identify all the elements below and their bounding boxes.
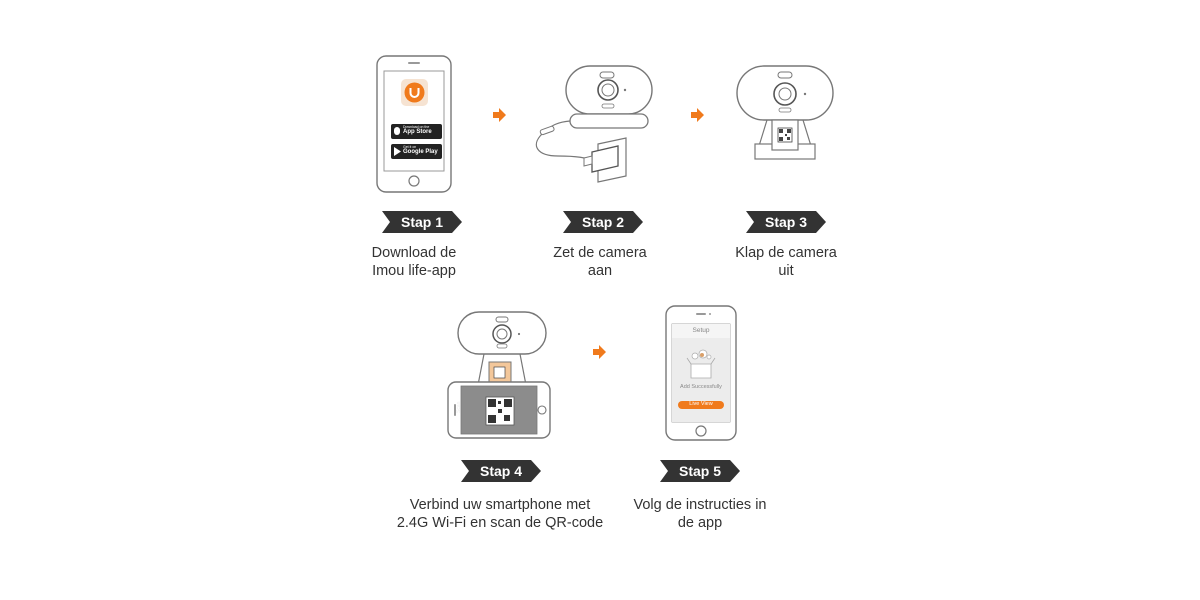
apple-icon (394, 127, 400, 135)
app-store-small-text: Download on the (403, 125, 430, 129)
step1-caption: Download de Imou life-app (344, 244, 484, 280)
setup-title: Setup (692, 327, 710, 334)
google-play-small-text: Get it on (403, 145, 417, 149)
step5-badge-shape (660, 460, 740, 482)
step5-caption-line2: de app (677, 515, 723, 531)
step2-caption-line2: aan (587, 263, 613, 279)
step4-label: Stap 4 (479, 463, 522, 479)
step5-caption: Volg de instructies in de app (615, 496, 785, 532)
app-store-name: App Store (403, 129, 432, 135)
step3-badge: Stap 3 (746, 211, 826, 233)
live-view-button[interactable]: Live View (689, 401, 713, 407)
step5-phone-illustration (665, 305, 737, 441)
step2-camera-power-illustration (535, 65, 653, 183)
arrow-right-icon-1 (493, 108, 506, 122)
step4-badge: Stap 4 (461, 460, 541, 482)
step1-caption-line2: Imou life-app (372, 263, 456, 279)
step2-caption-line1: Zet de camera (553, 245, 647, 261)
step4-scan-illustration (447, 311, 551, 439)
step2-label: Stap 2 (581, 214, 624, 230)
step3-caption-line2: uit (778, 263, 794, 279)
step4-badge-shape (461, 460, 541, 482)
step2-badge: Stap 2 (563, 211, 643, 233)
step3-label: Stap 3 (764, 214, 807, 230)
google-play-name: Google Play (403, 149, 438, 155)
step1-caption-line1: Download de (371, 245, 457, 261)
step3-caption: Klap de camera uit (716, 244, 856, 280)
step4-caption-line2: 2.4G Wi-Fi en scan de QR-code (396, 515, 604, 531)
step2-caption: Zet de camera aan (530, 244, 670, 280)
google-play-badge[interactable]: Get it on Google Play (391, 144, 442, 159)
add-successfully-text: Add Successfully (680, 384, 722, 390)
step3-camera-unfolded-illustration (736, 65, 834, 160)
step5-label: Stap 5 (678, 463, 721, 479)
step1-badge-shape (382, 211, 462, 233)
arrow-right-icon-3 (593, 345, 606, 359)
step2-badge-shape (563, 211, 643, 233)
step3-badge-shape (746, 211, 826, 233)
app-store-badge[interactable]: Download on the App Store (391, 124, 442, 139)
step5-caption-line1: Volg de instructies in (633, 497, 767, 513)
step5-badge: Stap 5 (660, 460, 740, 482)
step4-caption-line1: Verbind uw smartphone met (409, 497, 591, 513)
arrow-right-icon-2 (691, 108, 704, 122)
step1-badge: Stap 1 (382, 211, 462, 233)
scan-screen-label: Scan (456, 401, 462, 413)
step4-caption: Verbind uw smartphone met 2.4G Wi-Fi en … (380, 496, 620, 532)
play-icon (394, 147, 401, 156)
step3-caption-line1: Klap de camera (735, 245, 837, 261)
step1-label: Stap 1 (400, 214, 443, 230)
